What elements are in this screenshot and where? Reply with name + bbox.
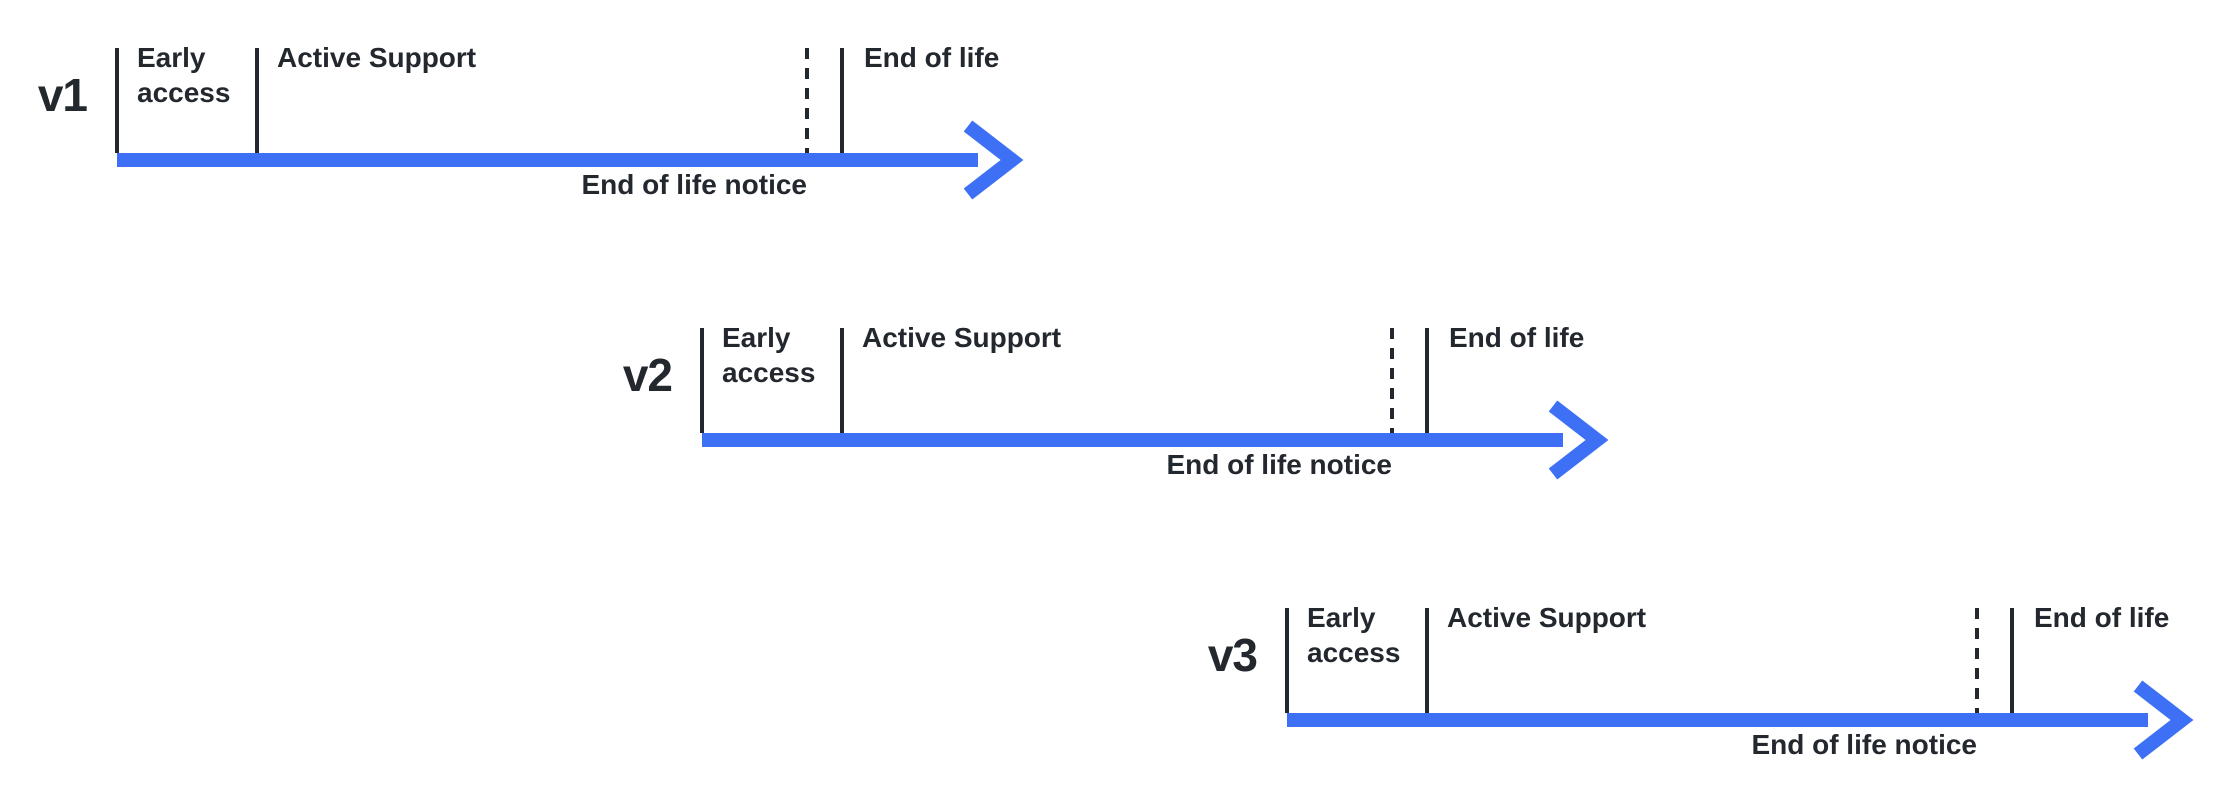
end-of-life-label: End of life <box>864 42 1000 73</box>
version-label: v1 <box>37 69 88 121</box>
active-support-label: Active Support <box>277 42 477 73</box>
early-access-label: Early access <box>722 322 816 388</box>
end-of-life-label: End of life <box>2034 602 2170 633</box>
timeline-arrow <box>1285 608 2194 760</box>
arrowhead-right-icon <box>2133 680 2194 760</box>
arrowhead-right-icon <box>963 120 1024 200</box>
eol-notice-label: End of life notice <box>1166 449 1392 480</box>
early-access-label: Early access <box>1307 602 1401 668</box>
timeline-arrow <box>700 328 1609 480</box>
eol-notice-label: End of life notice <box>1751 729 1977 760</box>
end-of-life-label: End of life <box>1449 322 1585 353</box>
timeline-arrow <box>115 48 1024 200</box>
version-label: v3 <box>1207 629 1258 681</box>
active-support-label: Active Support <box>1447 602 1647 633</box>
eol-notice-label: End of life notice <box>581 169 807 200</box>
timeline-row-v3: v3 Early access Active Support End of li… <box>1182 600 2202 775</box>
timeline-row-v2: v2 Early access Active Support End of li… <box>597 320 1617 495</box>
arrowhead-right-icon <box>1548 400 1609 480</box>
version-label: v2 <box>622 349 673 401</box>
early-access-label: Early access <box>137 42 231 108</box>
active-support-label: Active Support <box>862 322 1062 353</box>
timeline-row-v1: v1 Early access Active Support End of li… <box>12 40 1032 215</box>
